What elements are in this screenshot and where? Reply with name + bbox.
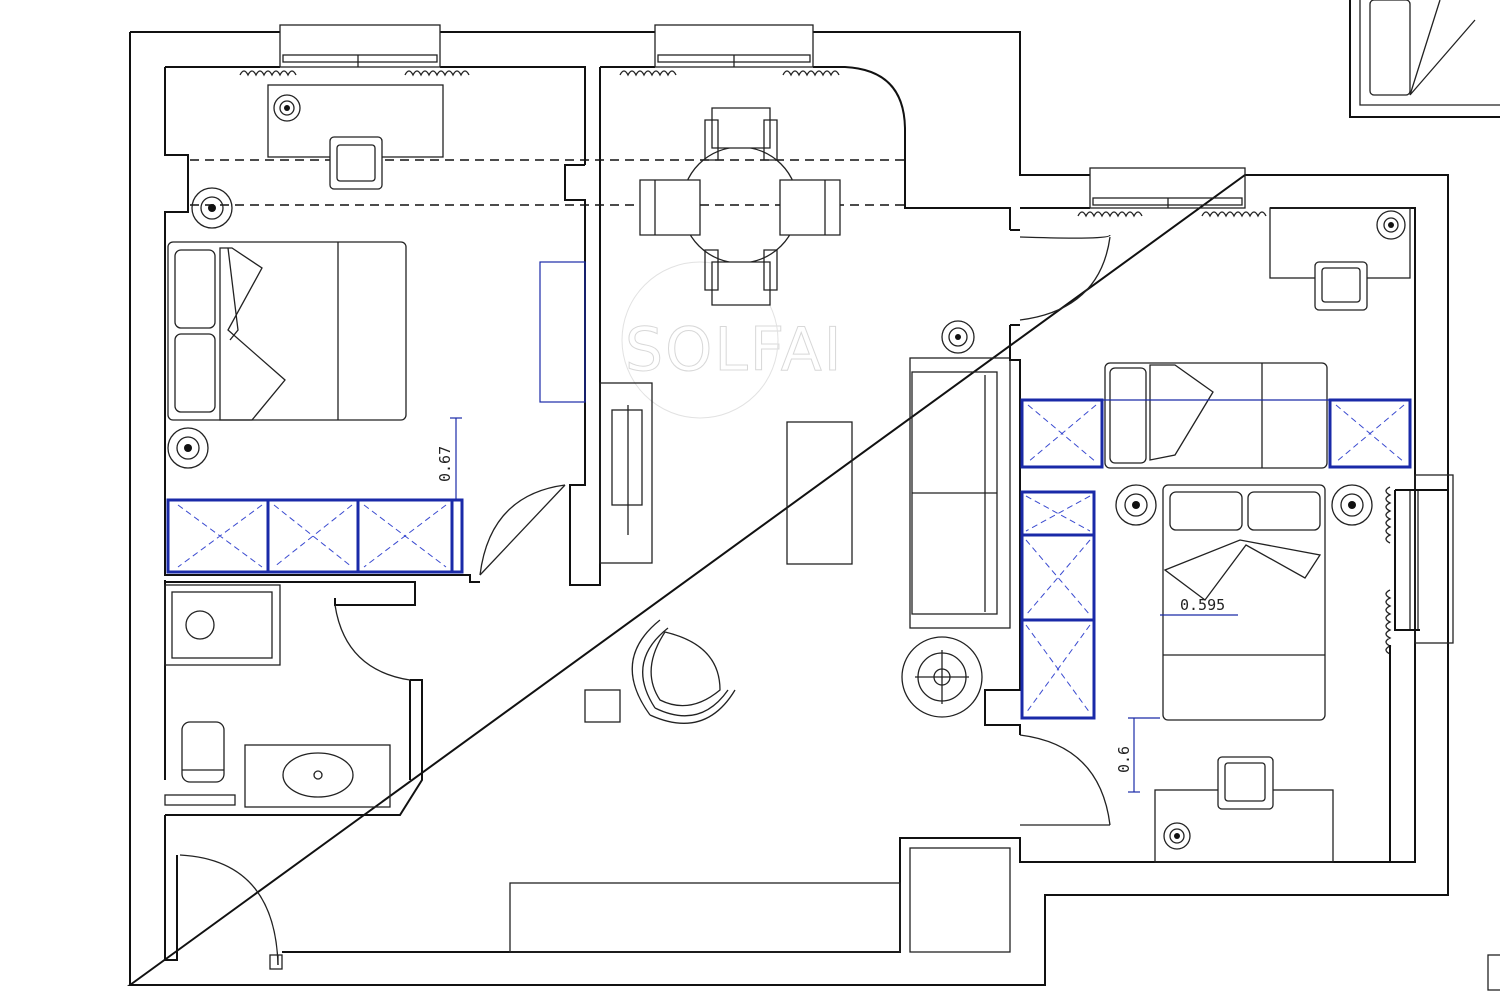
kitchenette (509, 847, 1011, 953)
lamp-sofa-top (941, 320, 975, 354)
ottoman (584, 689, 621, 723)
watermark-ring (621, 261, 779, 419)
window-right-wall (1409, 474, 1454, 644)
adjacent-unit-fragment-top (1349, 0, 1500, 118)
dining-chairs (639, 107, 841, 306)
sofa (909, 357, 1011, 629)
watermark: SOLFAI (625, 315, 843, 385)
lamp-left-bottom (167, 427, 209, 469)
curtains (239, 70, 1392, 655)
blue-panel-left (539, 261, 586, 403)
coffee-table (786, 421, 853, 565)
dimension-left-label: 0.67 (436, 446, 454, 482)
bathroom-door (334, 604, 411, 681)
bathroom-walls (165, 581, 423, 816)
right-desk-top-chair (1314, 261, 1368, 311)
shower (164, 584, 281, 666)
entrance-door (179, 854, 283, 970)
left-bedroom-door (479, 484, 566, 576)
sofa-bed (1104, 362, 1328, 469)
armchair (631, 619, 736, 724)
tv-unit (599, 382, 653, 564)
dimension-right-side-label: 0.595 (1180, 596, 1225, 614)
lamp-right-bed-right (1331, 484, 1373, 526)
right-bed (1162, 484, 1326, 721)
window-top-center (654, 24, 814, 68)
window-right-room (1089, 167, 1246, 209)
vanity (244, 744, 391, 808)
living-door-upper (1010, 229, 1111, 326)
side-table-lamp (901, 636, 983, 718)
lamp-right-bed-left (1115, 484, 1157, 526)
left-bed (167, 241, 407, 421)
adjacent-unit-fragment-bottom (1487, 954, 1500, 991)
dimension-right-foot-label: 0.6 (1115, 746, 1133, 773)
right-wardrobe-top (1020, 398, 1412, 469)
left-wardrobe (166, 498, 464, 574)
living-door-lower (1019, 734, 1111, 826)
exterior-walls (126, 31, 1449, 986)
left-desk-chair (329, 136, 383, 190)
right-desk-bottom-chair (1217, 756, 1274, 810)
toilet (181, 721, 225, 783)
partition-right (984, 325, 1021, 735)
towel-bar (164, 794, 236, 806)
partition-left (564, 67, 601, 586)
dimension-right-foot (1128, 717, 1160, 793)
window-top-left (279, 24, 441, 68)
lamp-left-top (191, 187, 233, 229)
right-wall-jog (1389, 489, 1448, 862)
right-wardrobe-side (1020, 490, 1096, 720)
